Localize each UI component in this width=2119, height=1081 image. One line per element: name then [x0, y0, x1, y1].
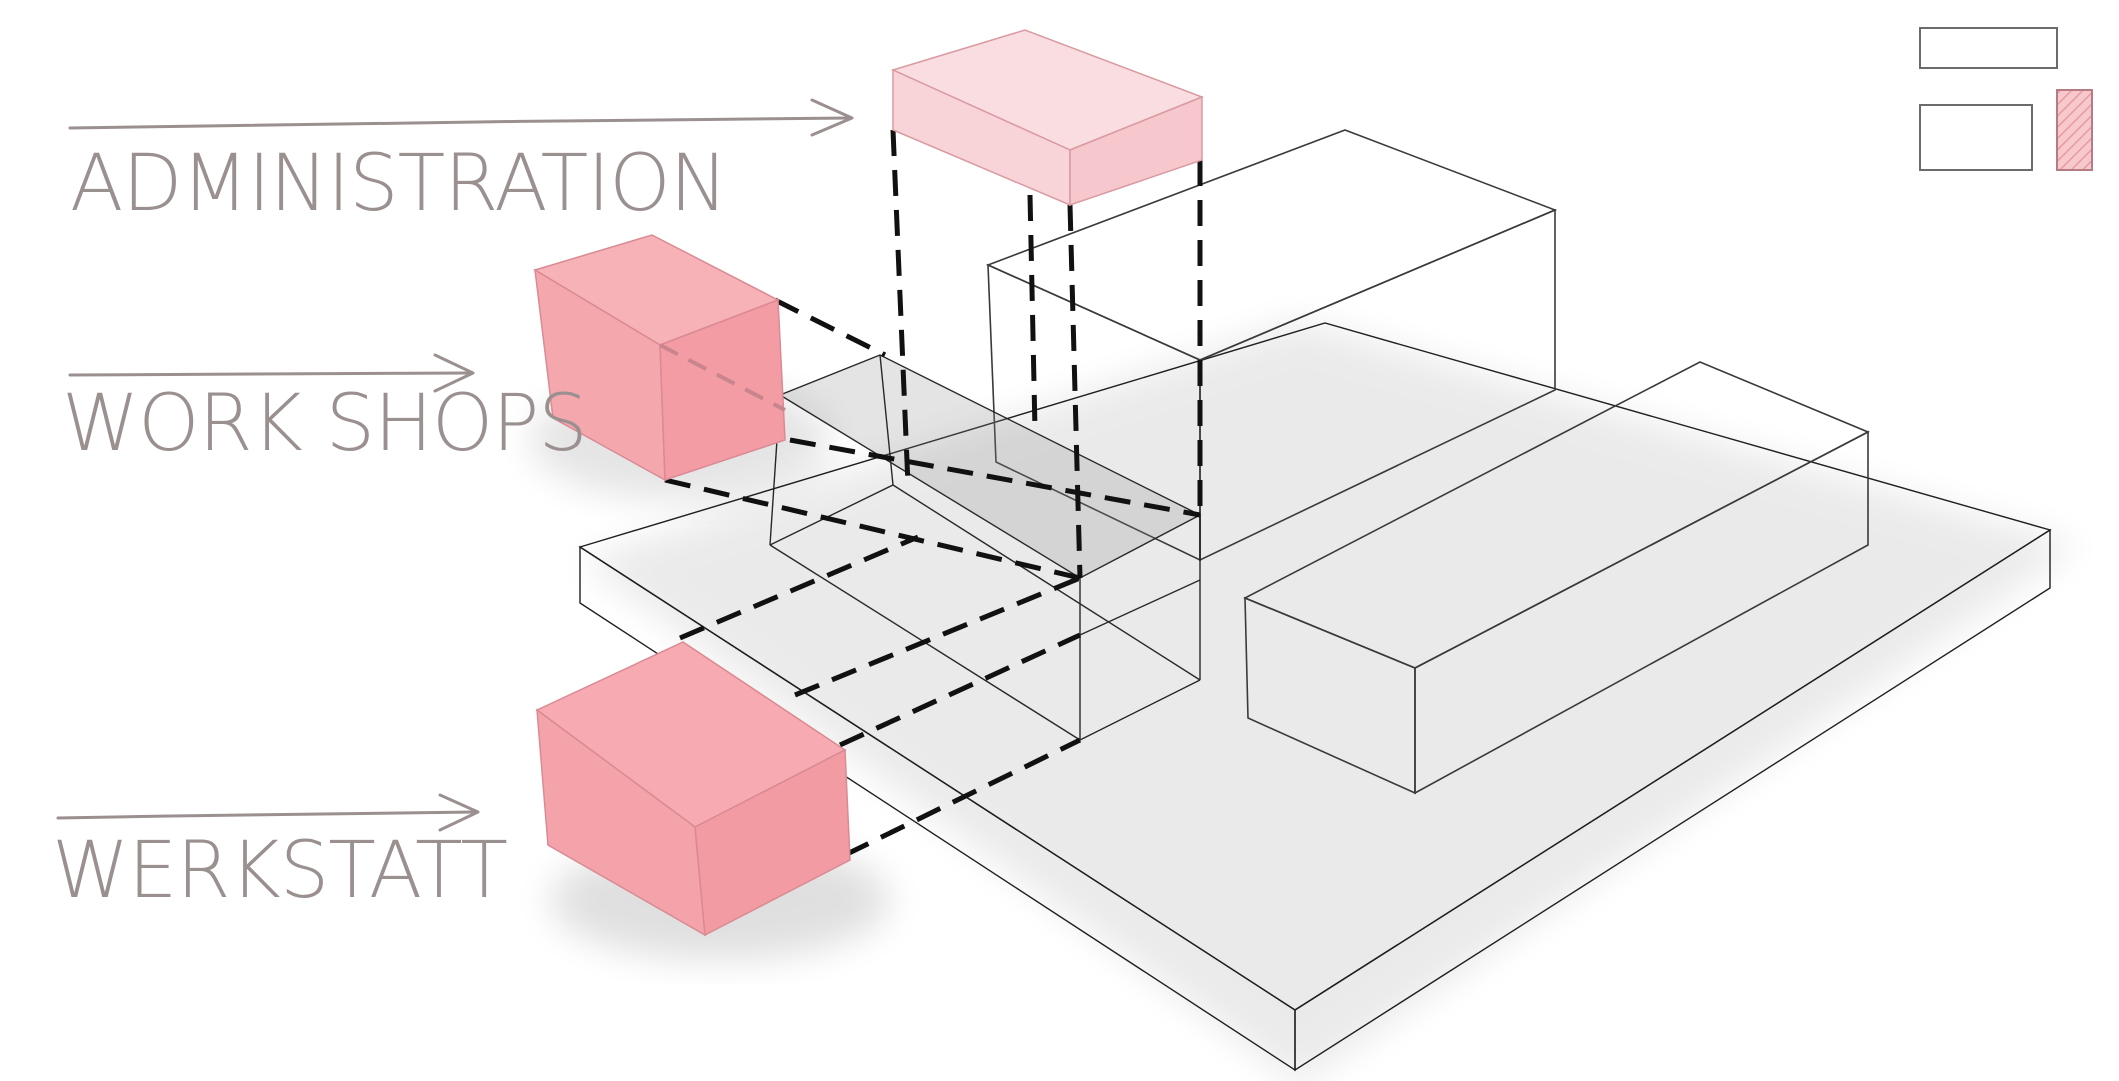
label-workshops-group: WORK SHOPS	[62, 353, 588, 469]
base-shadow	[580, 320, 2080, 1081]
legend-box-wide	[1919, 27, 2058, 69]
label-administration: ADMINISTRATION	[70, 139, 727, 229]
legend	[1919, 27, 2093, 171]
label-werkstatt: WERKSTATT	[52, 826, 507, 916]
workshops-block	[530, 234, 830, 500]
administration-arrow-head	[810, 98, 854, 137]
label-workshops: WORK SHOPS	[62, 379, 587, 469]
label-administration-group: ADMINISTRATION	[68, 98, 854, 229]
administration-arrow	[68, 116, 852, 130]
administration-block	[890, 29, 1205, 207]
werkstatt-arrow	[56, 810, 477, 820]
workshops-arrow	[68, 371, 472, 377]
white-block-long	[1243, 361, 1870, 795]
legend-box-medium	[1919, 104, 2033, 171]
werkstatt-block	[535, 641, 890, 960]
werkstatt-arrow-head	[438, 793, 480, 832]
label-werkstatt-group: WERKSTATT	[52, 793, 508, 916]
legend-swatch-hatched	[2056, 89, 2093, 171]
base-plate	[578, 322, 2052, 1072]
workshops-arrow-head	[433, 353, 475, 393]
